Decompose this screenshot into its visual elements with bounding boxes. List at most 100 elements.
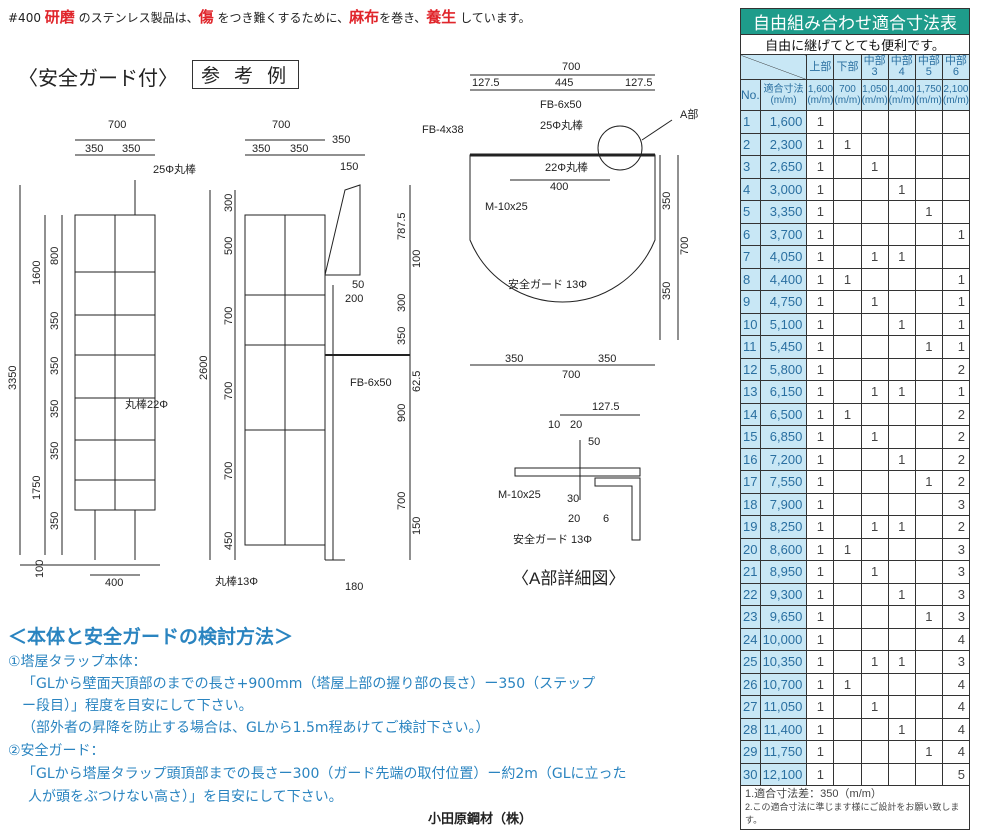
- quantity-cell: [914, 627, 943, 651]
- method-line: 人が頭をぶつけない高さ）」を目安にして下さい。: [28, 789, 343, 805]
- svg-text:2600: 2600: [198, 356, 210, 380]
- quantity-cell: [860, 447, 889, 471]
- quantity-cell: 1: [941, 290, 971, 314]
- quantity-cell: 4: [941, 627, 971, 651]
- quantity-cell: 1: [806, 290, 835, 314]
- svg-text:700: 700: [223, 462, 235, 480]
- quantity-cell: 1: [860, 290, 889, 314]
- length: 1,050: [862, 84, 888, 95]
- svg-text:100: 100: [411, 250, 423, 268]
- svg-text:350: 350: [396, 327, 408, 345]
- quantity-cell: 1: [806, 717, 835, 741]
- quantity-cell: 3: [941, 582, 971, 606]
- quantity-cell: 2: [941, 425, 971, 449]
- svg-text:700: 700: [562, 61, 580, 73]
- size-value: 8,600: [759, 537, 808, 561]
- company-name: 小田原鋼材（株）: [428, 812, 533, 827]
- quantity-cell: [887, 425, 916, 449]
- method-line: （部外者の昇降を防止する場合は、GLから1.5m程あけてご検討下さい。）: [22, 720, 490, 736]
- quantity-cell: [887, 222, 916, 246]
- quantity-cell: 1: [806, 357, 835, 381]
- row-number: 20: [740, 537, 761, 561]
- quantity-cell: 1: [887, 717, 916, 741]
- row-number: 26: [740, 672, 761, 696]
- quantity-cell: 1: [806, 402, 835, 426]
- part-header: 中部4: [887, 54, 916, 80]
- guard-title: 〈安全ガード付〉: [18, 66, 178, 90]
- quantity-cell: [833, 425, 862, 449]
- svg-text:350: 350: [661, 282, 673, 300]
- quantity-cell: 1: [806, 222, 835, 246]
- quantity-cell: [887, 492, 916, 516]
- quantity-cell: [914, 402, 943, 426]
- svg-text:150: 150: [340, 161, 358, 173]
- size-value: 3,000: [759, 177, 808, 201]
- quantity-cell: 1: [887, 177, 916, 201]
- quantity-cell: 1: [806, 312, 835, 336]
- quantity-cell: 1: [914, 740, 943, 764]
- svg-text:900: 900: [396, 404, 408, 422]
- quantity-cell: 1: [860, 425, 889, 449]
- row-number: 13: [740, 380, 761, 404]
- row-number: 27: [740, 695, 761, 719]
- diagonal-cell: [739, 54, 808, 80]
- svg-text:800: 800: [49, 247, 61, 265]
- quantity-cell: [914, 672, 943, 696]
- quantity-cell: 3: [941, 650, 971, 674]
- side-elevation: [209, 139, 411, 561]
- size-value: 10,700: [759, 672, 808, 696]
- unit: (m/m): [888, 95, 915, 106]
- footnote-1: 1.適合寸法差：350（m/m）: [745, 788, 882, 800]
- quantity-cell: 1: [833, 132, 862, 156]
- quantity-cell: [914, 492, 943, 516]
- svg-text:445: 445: [555, 77, 573, 89]
- quantity-cell: [914, 155, 943, 179]
- svg-text:450: 450: [223, 532, 235, 550]
- size-value: 5,800: [759, 357, 808, 381]
- svg-text:6: 6: [603, 513, 609, 525]
- size-value: 10,000: [759, 627, 808, 651]
- svg-text:安全ガード 13Φ: 安全ガード 13Φ: [508, 277, 587, 291]
- part-header: 中部3: [860, 54, 889, 80]
- row-number: 12: [740, 357, 761, 381]
- quantity-cell: 1: [833, 672, 862, 696]
- method-line: 「GLから塔屋タラップ頭頂部までの長さー300（ガード先端の取付位置）ー約2m（…: [22, 766, 627, 782]
- quantity-cell: 1: [806, 537, 835, 561]
- quantity-cell: 1: [860, 650, 889, 674]
- quantity-cell: 1: [833, 537, 862, 561]
- quantity-cell: 1: [887, 312, 916, 336]
- row-number: 11: [740, 335, 761, 359]
- quantity-cell: [860, 605, 889, 629]
- quantity-cell: 1: [806, 560, 835, 584]
- svg-text:400: 400: [105, 577, 123, 589]
- svg-text:20: 20: [570, 419, 582, 431]
- size-value: 5,450: [759, 335, 808, 359]
- svg-text:25Φ丸棒: 25Φ丸棒: [153, 162, 196, 176]
- quantity-cell: [914, 312, 943, 336]
- quantity-cell: [887, 155, 916, 179]
- quantity-cell: 1: [914, 605, 943, 629]
- row-number: 15: [740, 425, 761, 449]
- size-value: 6,150: [759, 380, 808, 404]
- quantity-cell: [833, 470, 862, 494]
- quantity-cell: 2: [941, 447, 971, 471]
- quantity-cell: 1: [806, 380, 835, 404]
- quantity-cell: 4: [941, 717, 971, 741]
- quantity-cell: 1: [806, 425, 835, 449]
- svg-text:10: 10: [548, 419, 560, 431]
- quantity-cell: [833, 650, 862, 674]
- quantity-cell: [914, 695, 943, 719]
- quantity-cell: 1: [806, 627, 835, 651]
- quantity-cell: 1: [914, 335, 943, 359]
